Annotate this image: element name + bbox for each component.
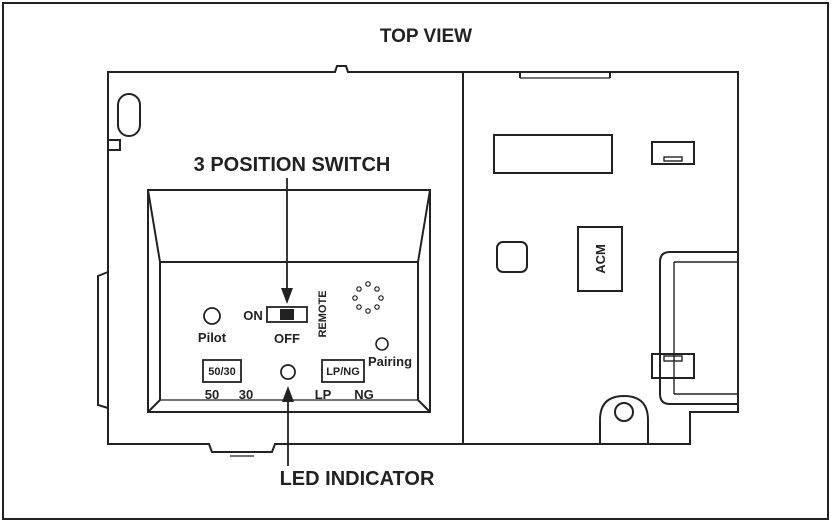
diagram-title: TOP VIEW [380,26,472,47]
button-lp-ng[interactable]: LP/NG [321,359,365,383]
pilot-label: Pilot [198,330,227,345]
pairing-indicator-icon [375,337,389,351]
buzzer-grille-icon [352,281,384,314]
right-components [493,134,738,444]
switch-on-label: ON [243,308,263,323]
button-50-30-label: 50/30 [208,366,236,378]
option-30-label: 30 [239,387,253,402]
switch-callout-arrow [281,178,293,304]
three-position-switch[interactable] [266,306,308,323]
switch-panel [147,189,431,413]
switch-remote-label: REMOTE [317,290,329,337]
acm-module: ACM [577,226,623,292]
option-lp-label: LP [315,387,332,402]
led-indicator-icon [280,364,296,380]
button-50-30[interactable]: 50/30 [202,359,242,383]
switch-off-label: OFF [274,331,300,346]
button-lp-ng-label: LP/NG [326,366,360,378]
switch-callout-label: 3 POSITION SWITCH [194,154,391,176]
option-ng-label: NG [354,387,374,402]
acm-label: ACM [593,244,608,274]
pairing-label: Pairing [368,354,412,369]
led-callout-label: LED INDICATOR [280,468,435,490]
pilot-indicator-icon [203,307,221,325]
module-body [97,65,739,457]
led-callout-arrow [282,386,294,466]
option-50-label: 50 [205,387,219,402]
